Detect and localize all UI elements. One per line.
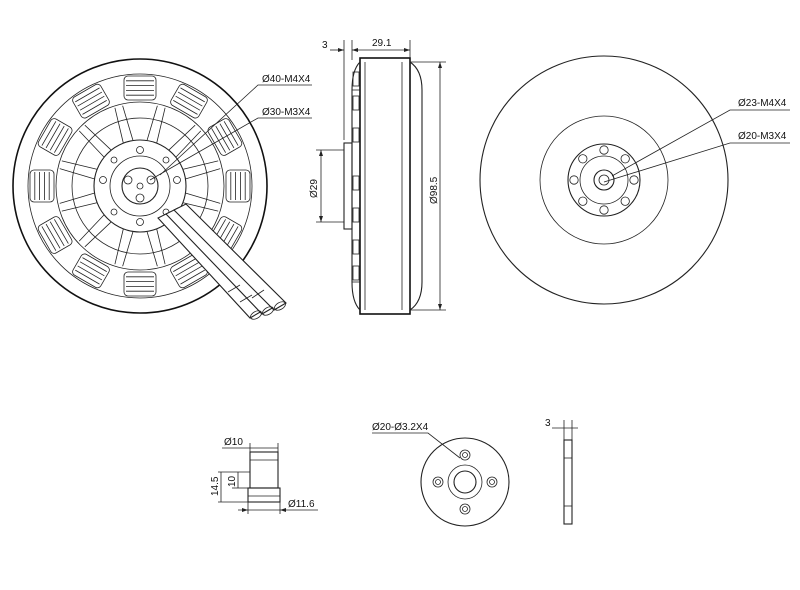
back-mount-hole bbox=[578, 154, 588, 164]
back-callout-1: Ø23-M4X4 bbox=[738, 98, 787, 109]
spacer-part: Ø10 14.5 10 Ø11.6 bbox=[210, 437, 318, 514]
stator-coil bbox=[170, 83, 208, 119]
dim-spacer-base: Ø11.6 bbox=[288, 499, 315, 510]
mount-hole bbox=[136, 218, 144, 226]
dim-shaft-diameter: Ø29 bbox=[309, 179, 320, 198]
callout-leader bbox=[159, 84, 312, 176]
back-mount-hole bbox=[620, 154, 630, 164]
stator-coil bbox=[72, 83, 110, 119]
stator-coil bbox=[72, 253, 110, 289]
front-callout-1: Ø40-M4X4 bbox=[262, 74, 311, 85]
callout-leader bbox=[149, 117, 312, 181]
front-outer-rim bbox=[12, 58, 268, 314]
stator-coil bbox=[123, 75, 157, 101]
back-shaft bbox=[593, 169, 615, 191]
back-inner-ring bbox=[539, 115, 669, 245]
plate-hole bbox=[459, 449, 471, 461]
callout-leader bbox=[603, 142, 790, 183]
side-body bbox=[359, 57, 411, 315]
stator-coil bbox=[123, 271, 157, 297]
back-mount-hole bbox=[599, 205, 609, 215]
rotor-spoke bbox=[183, 192, 221, 212]
side-shaft bbox=[343, 142, 353, 230]
front-shaft bbox=[121, 167, 159, 205]
spacer-top bbox=[249, 451, 279, 489]
rotor-spoke bbox=[59, 160, 97, 180]
back-mount-hole bbox=[620, 196, 630, 206]
side-slot bbox=[352, 175, 360, 191]
plate-hole bbox=[432, 476, 444, 488]
spacer-base bbox=[247, 487, 281, 503]
side-slot bbox=[352, 71, 360, 87]
back-view: Ø23-M4X4 Ø20-M3X4 bbox=[479, 55, 790, 305]
rotor-spoke bbox=[78, 214, 112, 248]
dim-spacer-height-total: 14.5 bbox=[210, 476, 221, 496]
plate-part: Ø20-Ø3.2X4 bbox=[372, 422, 510, 527]
side-slot bbox=[352, 207, 360, 223]
plate-hole bbox=[486, 476, 498, 488]
dim-spacer-top: Ø10 bbox=[224, 437, 243, 448]
motor-wires bbox=[157, 203, 287, 320]
mount-hole bbox=[173, 176, 181, 184]
rotor-spoke bbox=[78, 124, 112, 158]
plate-outer bbox=[420, 437, 510, 527]
back-callout-2: Ø20-M3X4 bbox=[738, 131, 787, 142]
callout-leader bbox=[611, 109, 790, 177]
plate-callout: Ø20-Ø3.2X4 bbox=[372, 422, 429, 433]
rotor-spoke bbox=[183, 160, 221, 180]
rotor-spoke bbox=[114, 105, 134, 143]
front-hub-ring bbox=[93, 139, 187, 233]
back-mount-holes bbox=[569, 145, 639, 215]
back-mount-hole bbox=[578, 196, 588, 206]
dim-spacer-height-inner: 10 bbox=[227, 475, 238, 487]
rotor-spokes bbox=[59, 105, 221, 267]
side-slot bbox=[352, 239, 360, 255]
side-view: 3 29.1 Ø29 Ø98.5 bbox=[309, 38, 446, 315]
stator-coil bbox=[29, 169, 55, 203]
mount-hole bbox=[99, 176, 107, 184]
rotor-spoke bbox=[146, 105, 166, 143]
side-slot bbox=[352, 265, 360, 281]
back-outer-rim bbox=[479, 55, 729, 305]
dim-outer-diameter: Ø98.5 bbox=[429, 176, 440, 204]
stator-coil bbox=[225, 169, 251, 203]
mount-hole bbox=[136, 146, 144, 154]
front-inner-rim bbox=[27, 73, 253, 299]
dim-flange-thickness: 3 bbox=[322, 40, 328, 51]
rotor-spoke bbox=[146, 229, 166, 267]
side-slot bbox=[352, 95, 360, 111]
callout-leader bbox=[372, 432, 461, 459]
stator-coil bbox=[37, 216, 73, 254]
rotor-spoke bbox=[59, 192, 97, 212]
stator-coils bbox=[29, 75, 251, 297]
back-mount-hole bbox=[569, 175, 579, 185]
plate-hole bbox=[459, 503, 471, 515]
plate-side-body bbox=[563, 439, 573, 525]
plate-side-thickness: 3 bbox=[545, 418, 551, 429]
back-mount-hole bbox=[629, 175, 639, 185]
stator-coil bbox=[37, 118, 73, 156]
plate-side-part: 3 bbox=[545, 418, 578, 525]
rotor-spoke bbox=[168, 124, 202, 158]
side-slot bbox=[352, 127, 360, 143]
front-callout-2: Ø30-M3X4 bbox=[262, 107, 311, 118]
back-mount-hole bbox=[599, 145, 609, 155]
dim-width: 29.1 bbox=[372, 38, 392, 49]
rotor-spoke bbox=[114, 229, 134, 267]
plate-center-hole bbox=[453, 470, 477, 494]
side-cooling-slots bbox=[352, 71, 360, 281]
front-view: Ø40-M4X4 Ø30-M3X4 bbox=[12, 58, 312, 320]
